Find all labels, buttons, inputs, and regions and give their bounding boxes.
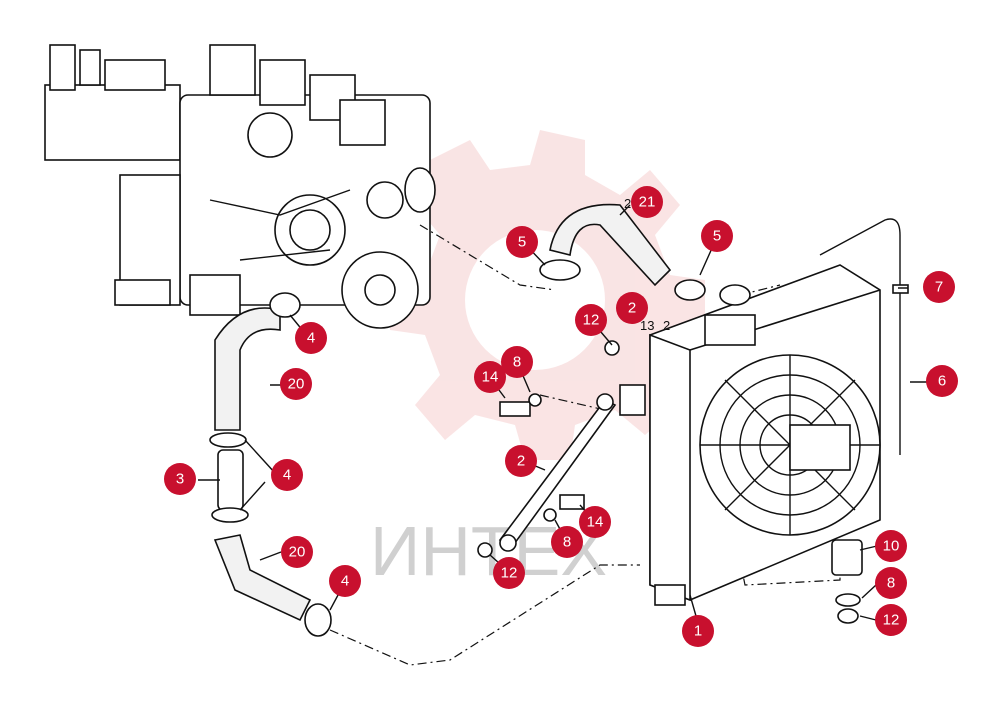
- callout-5: 5: [701, 220, 733, 252]
- callout-10: 10: [875, 530, 907, 562]
- svg-text:4: 4: [341, 573, 349, 590]
- callout-4: 4: [329, 565, 361, 597]
- callout-21: 21: [631, 186, 663, 218]
- callout-5: 5: [506, 226, 538, 258]
- svg-text:21: 21: [639, 194, 656, 211]
- small-label: 2: [663, 318, 670, 333]
- callout-8: 8: [875, 567, 907, 599]
- svg-text:6: 6: [938, 373, 946, 390]
- callout-14: 14: [474, 361, 506, 393]
- callout-20: 20: [281, 536, 313, 568]
- svg-text:5: 5: [713, 228, 721, 245]
- lower-hose-upper: [214, 307, 281, 431]
- svg-text:8: 8: [563, 534, 571, 551]
- callout-2: 2: [616, 292, 648, 324]
- svg-text:12: 12: [883, 612, 900, 629]
- route-line-top: [419, 224, 556, 291]
- upper-hose: [549, 203, 672, 287]
- svg-text:1: 1: [694, 623, 702, 640]
- svg-text:7: 7: [935, 279, 943, 296]
- callout-14: 14: [579, 506, 611, 538]
- svg-text:8: 8: [513, 354, 521, 371]
- callout-7: 7: [923, 271, 955, 303]
- callout-12: 12: [493, 557, 525, 589]
- svg-text:3: 3: [176, 471, 184, 488]
- svg-text:14: 14: [587, 514, 604, 531]
- callout-8: 8: [501, 346, 533, 378]
- callout-20: 20: [280, 368, 312, 400]
- svg-text:20: 20: [288, 376, 305, 393]
- svg-text:12: 12: [501, 565, 518, 582]
- callout-1: 1: [682, 615, 714, 647]
- svg-text:5: 5: [518, 234, 526, 251]
- callout-6: 6: [926, 365, 958, 397]
- callout-4: 4: [271, 459, 303, 491]
- small-label: 2: [624, 196, 631, 211]
- engine: [44, 44, 436, 329]
- route-line-bottom: [329, 564, 640, 666]
- callout-4: 4: [295, 322, 327, 354]
- svg-text:10: 10: [883, 538, 900, 555]
- svg-text:2: 2: [517, 453, 525, 470]
- lower-hose-lower: [213, 534, 312, 622]
- svg-text:4: 4: [283, 467, 291, 484]
- svg-text:20: 20: [289, 544, 306, 561]
- route-line-bolts: [539, 394, 606, 411]
- small-label: 13: [640, 318, 654, 333]
- callout-3: 3: [164, 463, 196, 495]
- callout-12: 12: [875, 604, 907, 636]
- svg-text:4: 4: [307, 330, 315, 347]
- callout-8: 8: [551, 526, 583, 558]
- radiator: [619, 264, 881, 606]
- svg-text:8: 8: [887, 575, 895, 592]
- callout-2: 2: [505, 445, 537, 477]
- callout-12: 12: [575, 304, 607, 336]
- overflow-hose: [819, 218, 901, 455]
- svg-text:2: 2: [628, 300, 636, 317]
- svg-text:14: 14: [482, 369, 499, 386]
- svg-text:12: 12: [583, 312, 600, 329]
